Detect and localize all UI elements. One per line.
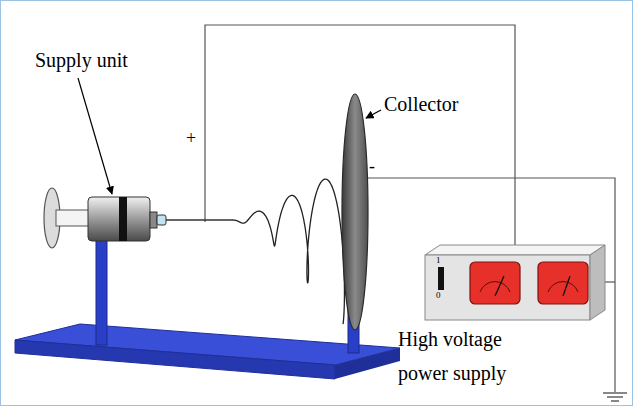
polarity-sign: - [369,156,375,178]
ground-symbol [607,396,623,397]
meter-needle [495,276,504,296]
collector-disk [342,94,368,330]
ground-symbol [611,400,619,401]
needle [166,219,232,221]
meter-dial [470,262,520,304]
switch-mark: 1 [436,255,441,266]
power-supply-box [425,255,590,320]
base-plate-side [335,348,400,379]
leader-line [366,110,381,118]
switch-mark: 0 [436,290,441,301]
meter-scale [548,282,578,292]
part-label: Supply unit [35,48,128,72]
syringe-barrel [88,197,150,241]
meter-dial [538,262,588,304]
syringe-piston [119,197,127,241]
leader-line [78,78,112,194]
syringe-tip [150,212,157,228]
part-label: High voltage power supply [398,322,548,390]
nozzle [157,215,166,225]
meter-scale [480,282,510,292]
polarity-sign: + [186,128,196,150]
power-supply-top [425,245,605,255]
meter-needle [563,276,570,296]
negative-wire [366,178,615,392]
part-label: Collector [384,92,458,116]
support-pole [96,240,107,345]
power-switch [438,267,444,290]
ground-wire [605,281,615,282]
power-supply-side [590,245,605,320]
base-plate-front [15,340,335,379]
ground-symbol [603,392,627,393]
fiber-jet [232,179,344,324]
